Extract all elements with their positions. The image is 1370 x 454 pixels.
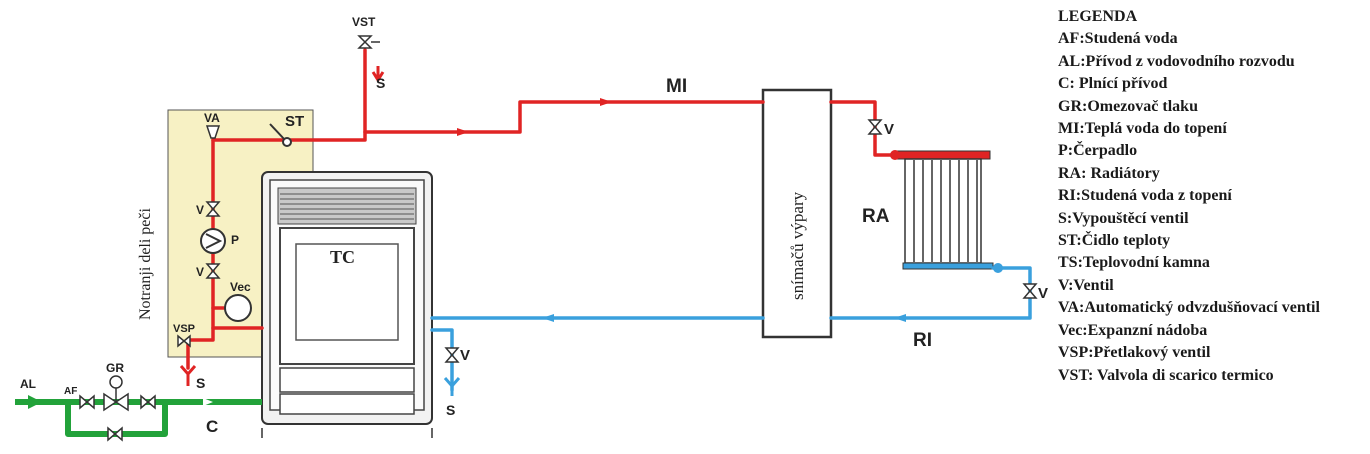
c-label: C: [206, 417, 218, 436]
flow-arrows: [203, 98, 906, 406]
thermal-discharge-valve-icon: [357, 35, 380, 49]
v-left-upper-label: V: [196, 203, 204, 217]
gr-label: GR: [106, 361, 124, 375]
legend-item: VSP:Přetlakový ventil: [1058, 344, 1211, 362]
radiator-inlet-joint: [890, 150, 900, 160]
drain-arrow-bottom: [443, 377, 461, 396]
drain-arrow-left: [179, 365, 197, 386]
v-radiator-bottom-label: V: [1038, 285, 1048, 302]
pressure-reducer-icon: [103, 375, 129, 412]
v-drain-label: V: [460, 347, 470, 364]
legend-item: P:Čerpadlo: [1058, 142, 1138, 160]
al-inlet-arrow: [28, 395, 42, 409]
v-radiator-top-label: V: [884, 121, 894, 138]
legend-item: TS:Teplovodní kamna: [1058, 254, 1210, 272]
legend-item: V:Ventil: [1058, 276, 1114, 294]
internal-parts-label: Notranji deli peči: [137, 207, 154, 320]
legend-item: RI:Studená voda z topení: [1058, 187, 1232, 205]
heat-exchanger-box: [761, 88, 833, 339]
al-label: AL: [20, 377, 36, 391]
legend-item: C: Plnící přívod: [1058, 75, 1168, 93]
vst-label: VST: [352, 15, 376, 29]
heating-schematic: VST S MI VA ST V P V Vec VSP S Notranji …: [15, 15, 1048, 442]
legend: LEGENDA AF:Studená voda AL:Přívod z vodo…: [1058, 6, 1368, 387]
ra-label: RA: [862, 206, 890, 227]
exchanger-label: snímačů výpary: [788, 191, 807, 300]
va-label: VA: [204, 111, 220, 125]
vst-drain-arrow: [371, 66, 385, 83]
expansion-vessel-icon: [224, 294, 252, 322]
air-vent-icon: [205, 125, 221, 139]
legend-item: VST: Valvola di scarico termico: [1058, 366, 1274, 384]
s-top-label: S: [376, 75, 385, 91]
legend-item: AF:Studená voda: [1058, 30, 1178, 48]
st-label: ST: [285, 113, 304, 130]
af-label: AF: [64, 386, 77, 397]
legend-list: AF:Studená voda AL:Přívod z vodovodního …: [1058, 28, 1368, 387]
radiator: [896, 150, 994, 270]
tc-label: TC: [330, 247, 355, 267]
s-left-label: S: [196, 375, 205, 391]
legend-item: ST:Čidlo teploty: [1058, 232, 1171, 250]
overpressure-valve-icon: [177, 334, 191, 348]
valve-icon: [79, 119, 1038, 442]
legend-item: Vec:Expanzní nádoba: [1058, 321, 1208, 339]
cold-water-pipe: [430, 266, 1032, 392]
pump-icon: [200, 228, 226, 254]
temperature-sensor-icon: [269, 123, 292, 147]
legend-item: RA: Radiátory: [1058, 164, 1160, 182]
legend-item: VA:Automatický odvzdušňovací ventil: [1058, 299, 1320, 317]
legend-item: GR:Omezovač tlaku: [1058, 97, 1198, 115]
legend-item: S:Vypouštěcí ventil: [1058, 209, 1189, 227]
s-drain-label: S: [446, 402, 455, 418]
mi-label: MI: [666, 76, 687, 97]
p-label: P: [231, 233, 239, 247]
vsp-label: VSP: [173, 323, 195, 335]
v-left-lower-label: V: [196, 265, 204, 279]
radiator-outlet-joint: [993, 263, 1003, 273]
ri-label: RI: [913, 330, 932, 351]
legend-title: LEGENDA: [1058, 8, 1138, 25]
stove: [261, 171, 433, 438]
fill-pipe: [15, 399, 262, 437]
vec-label: Vec: [230, 280, 251, 294]
legend-item: MI:Teplá voda do topení: [1058, 120, 1227, 138]
legend-item: AL:Přívod z vodovodního rozvodu: [1058, 52, 1295, 70]
